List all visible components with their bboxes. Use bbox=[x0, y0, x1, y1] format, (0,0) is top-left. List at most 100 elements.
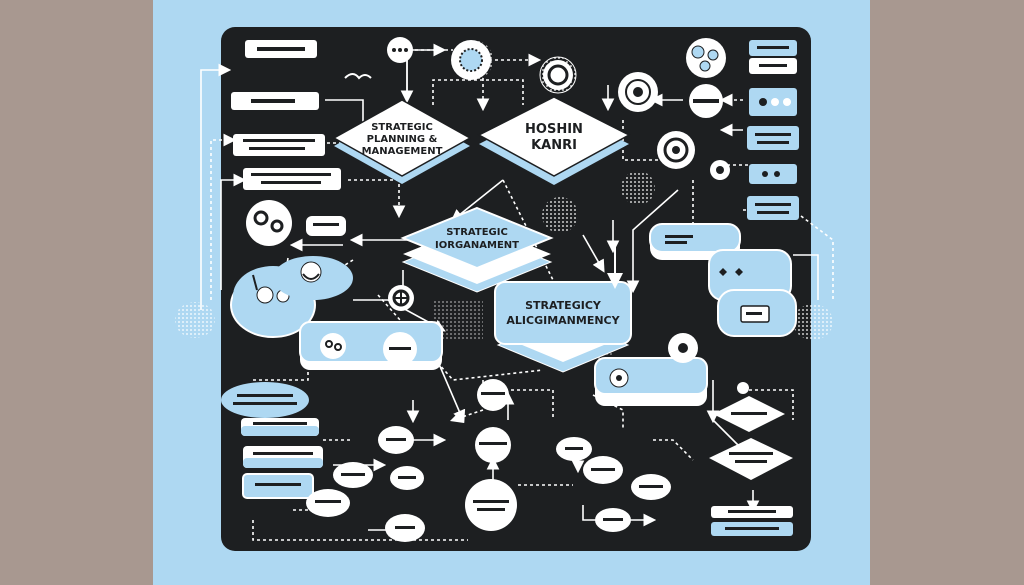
dotted-sphere bbox=[621, 171, 655, 205]
spiral-core bbox=[672, 146, 680, 154]
dial-bar bbox=[693, 99, 719, 103]
dot-icon bbox=[759, 98, 767, 106]
connector bbox=[793, 254, 819, 300]
node-strategic-alignment: STRATEGICY ALICGIMANMENCY bbox=[494, 281, 632, 373]
pill-text-bar bbox=[729, 452, 773, 455]
sunburst-core bbox=[459, 48, 483, 72]
pill-text-bar bbox=[735, 460, 767, 463]
connector bbox=[653, 439, 694, 461]
pill-text-bar bbox=[395, 526, 415, 529]
flower-petal bbox=[691, 45, 705, 59]
right-frame bbox=[870, 0, 1024, 585]
flower-petal bbox=[699, 60, 711, 72]
pill-text-bar bbox=[315, 500, 341, 503]
connector bbox=[353, 299, 446, 332]
pill-text-bar bbox=[261, 181, 321, 184]
strategic-organament-label-2: IORGANAMENT bbox=[435, 240, 519, 251]
pill-text-bar bbox=[731, 412, 767, 415]
gear bbox=[270, 219, 284, 233]
person-group-icon bbox=[320, 333, 346, 359]
pill-text-bar bbox=[591, 468, 615, 471]
label-pill bbox=[243, 168, 341, 190]
pill-text-bar bbox=[253, 422, 307, 425]
dot-icon bbox=[392, 48, 396, 52]
strategic-organament-label-1: STRATEGIC bbox=[446, 227, 508, 238]
dot-icon bbox=[762, 171, 768, 177]
pill-text-bar bbox=[665, 241, 687, 244]
pill-text-bar bbox=[757, 46, 789, 49]
radial-core bbox=[633, 87, 643, 97]
left-lower bbox=[221, 382, 323, 499]
small-dot-core bbox=[716, 166, 724, 174]
pill-text-bar bbox=[755, 203, 791, 206]
pill-text-bar bbox=[233, 402, 297, 405]
pill-text-bar bbox=[237, 394, 293, 397]
diamond-shape bbox=[477, 96, 631, 177]
connector bbox=[743, 389, 794, 420]
strategic-alignment-label-2: ALICGIMANMENCY bbox=[506, 314, 620, 327]
label-ellipse bbox=[221, 382, 309, 418]
connector bbox=[252, 520, 468, 541]
diamond-shape bbox=[494, 281, 632, 345]
right-cluster bbox=[594, 223, 797, 536]
pill-text-bar bbox=[251, 173, 331, 176]
top-circles bbox=[344, 37, 730, 180]
pill-text-bar bbox=[257, 47, 305, 51]
label-node-large bbox=[465, 479, 517, 531]
flower-icon bbox=[686, 38, 726, 78]
diamond-shape bbox=[400, 206, 554, 270]
pill-text-bar bbox=[481, 392, 505, 395]
dot-icon bbox=[783, 98, 791, 106]
dot-icon bbox=[404, 48, 408, 52]
person-arm bbox=[252, 274, 258, 291]
dot-icon bbox=[774, 171, 780, 177]
gears-icon bbox=[246, 200, 292, 246]
gear-icon bbox=[735, 268, 743, 276]
bird-icon bbox=[344, 73, 372, 80]
right-pills bbox=[747, 40, 799, 220]
pill-text-bar bbox=[759, 64, 787, 67]
bowl-curve bbox=[302, 273, 320, 280]
lower-nodes bbox=[306, 379, 671, 542]
pill-text-bar bbox=[665, 235, 693, 238]
person-head bbox=[325, 340, 333, 348]
pill-text-bar bbox=[313, 223, 339, 226]
pill-text-bar bbox=[477, 508, 505, 511]
flower-petal bbox=[707, 49, 719, 61]
node-strategic-organament: STRATEGIC IORGANAMENT bbox=[400, 206, 554, 293]
target-ring bbox=[547, 64, 569, 86]
pill-text-bar bbox=[757, 141, 789, 144]
node-hoshin-kanri: HOSHIN KANRI bbox=[477, 96, 631, 185]
radial-ring bbox=[625, 79, 651, 105]
pill-text-bar bbox=[386, 438, 406, 441]
person-icon bbox=[256, 286, 274, 304]
pill-text-bar bbox=[728, 510, 776, 513]
pill-text-bar bbox=[243, 139, 315, 142]
strategic-planning-label-3: MANAGEMENT bbox=[362, 146, 443, 157]
strategic-planning-label-1: STRATEGIC bbox=[371, 122, 433, 133]
connector bbox=[220, 173, 247, 290]
pill-text-bar bbox=[249, 147, 305, 150]
connector bbox=[310, 259, 354, 287]
strategic-alignment-label-1: STRATEGICY bbox=[525, 299, 602, 312]
target-icon bbox=[543, 60, 573, 90]
pill-text-bar bbox=[398, 476, 416, 479]
diagram-canvas: STRATEGIC PLANNING & MANAGEMENT HOSHIN K… bbox=[153, 0, 870, 585]
dotted-sphere bbox=[542, 197, 578, 233]
gear bbox=[253, 210, 269, 226]
connector bbox=[449, 380, 484, 424]
connector bbox=[200, 63, 232, 310]
pill-text-bar bbox=[341, 473, 365, 476]
pill-text-bar bbox=[746, 312, 762, 315]
pill-text-bar bbox=[603, 518, 623, 521]
pill-text-bar bbox=[251, 99, 295, 103]
pill-text-bar bbox=[565, 447, 583, 450]
dot-icon bbox=[771, 98, 779, 106]
person-head bbox=[334, 343, 342, 351]
hoshin-kanri-label-2: KANRI bbox=[531, 138, 577, 153]
label-node bbox=[737, 382, 749, 394]
dotted-texture bbox=[175, 302, 215, 338]
strategic-planning-label-2: PLANNING & bbox=[367, 134, 438, 145]
label-pill bbox=[747, 126, 799, 150]
node-strategic-planning: STRATEGIC PLANNING & MANAGEMENT bbox=[332, 99, 472, 184]
